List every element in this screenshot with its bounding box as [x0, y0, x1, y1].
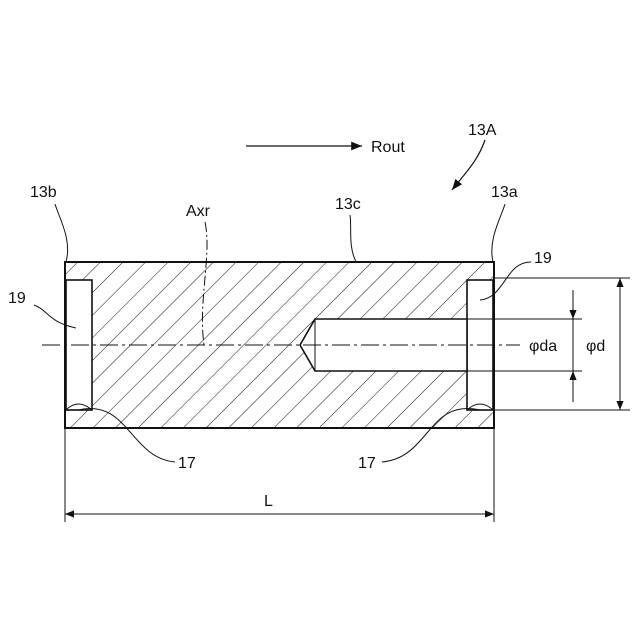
chamfer-left-label: 17: [178, 455, 196, 472]
end-b-label: 13b: [30, 184, 57, 201]
part-ref-leader: [452, 140, 485, 190]
chamfer-right-label: 17: [358, 455, 376, 472]
direction-label: Rout: [371, 139, 405, 156]
end-b-leader: [55, 204, 68, 262]
surface-label: 13c: [335, 196, 361, 213]
recess-left-label: 19: [8, 290, 26, 307]
part-ref-label: 13A: [468, 122, 497, 139]
bore-diameter-label: φda: [529, 338, 557, 355]
axis-label: Axr: [186, 203, 211, 220]
length-dimension: [65, 428, 494, 522]
recess-right-label: 19: [534, 250, 552, 267]
length-label: L: [264, 493, 273, 510]
outer-diameter-dimension: [495, 278, 630, 410]
outer-diameter-label: φd: [586, 338, 605, 355]
end-a-leader: [492, 204, 505, 262]
end-a-label: 13a: [491, 184, 518, 201]
surface-leader: [350, 215, 356, 262]
